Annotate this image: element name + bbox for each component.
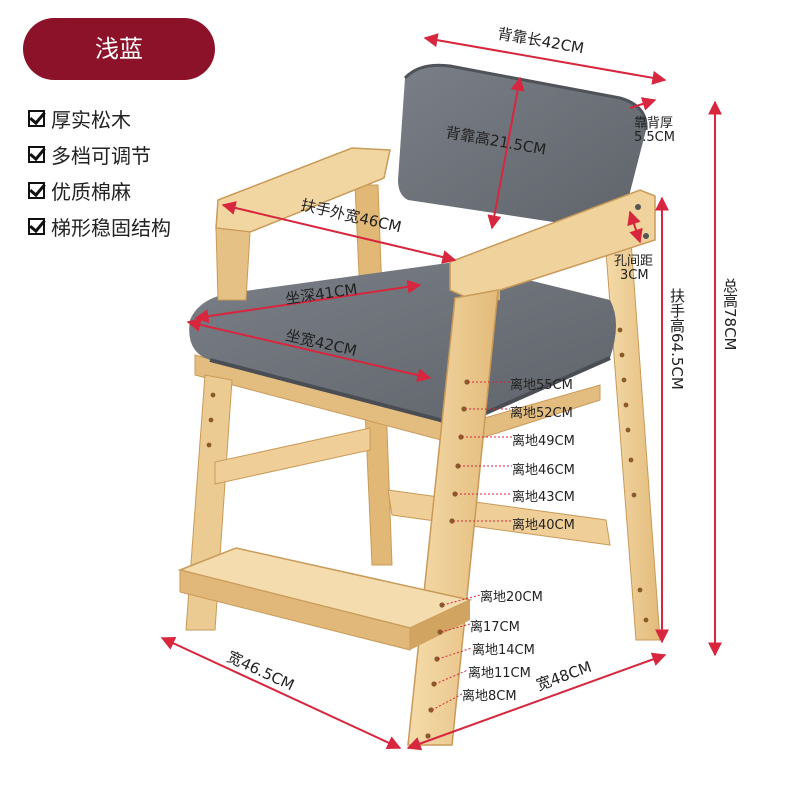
check-box-icon — [28, 109, 45, 127]
armrest-height-label: 扶手高64.5CM — [668, 288, 686, 390]
height-leader-lines — [431, 381, 512, 711]
check-box-icon — [28, 181, 45, 199]
footrest-height-label: 离地20CM — [480, 590, 543, 605]
footrest — [177, 547, 473, 651]
footrest-height-label: 离地11CM — [468, 666, 531, 681]
total-height-label: 总高78CM — [721, 278, 739, 351]
seat-height-label: 离地49CM — [512, 434, 575, 449]
front-stretcher — [214, 427, 371, 485]
back-thickness-value: 5.5CM — [634, 130, 675, 145]
seat-height-label: 离地55CM — [510, 378, 573, 393]
feature-item: 梯形稳固结构 — [28, 208, 171, 244]
hole-spacing-value: 3CM — [620, 268, 649, 283]
seat-height-label: 离地46CM — [512, 463, 575, 478]
color-option-badge: 浅蓝 — [23, 18, 215, 80]
seat-height-label: 离地43CM — [512, 490, 575, 505]
footrest-height-label: 离地14CM — [472, 643, 535, 658]
seat-height-label: 离地52CM — [510, 406, 573, 421]
back-thickness-label: 靠背厚 — [634, 116, 674, 131]
feature-item: 多档可调节 — [28, 136, 171, 172]
footrest-height-label: 离地8CM — [462, 689, 517, 704]
side-stretcher-right — [387, 489, 611, 546]
dimension-lines — [160, 33, 722, 751]
feature-item: 厚实松木 — [28, 100, 171, 136]
check-box-icon — [28, 145, 45, 163]
footrest-height-label: 离17CM — [470, 620, 520, 635]
check-box-icon — [28, 217, 45, 235]
seat-height-label: 离地40CM — [512, 518, 575, 533]
hole-spacing-label: 孔间距 — [614, 254, 654, 269]
feature-item: 优质棉麻 — [28, 172, 171, 208]
feature-list: 厚实松木 多档可调节 优质棉麻 梯形稳固结构 — [28, 100, 171, 244]
